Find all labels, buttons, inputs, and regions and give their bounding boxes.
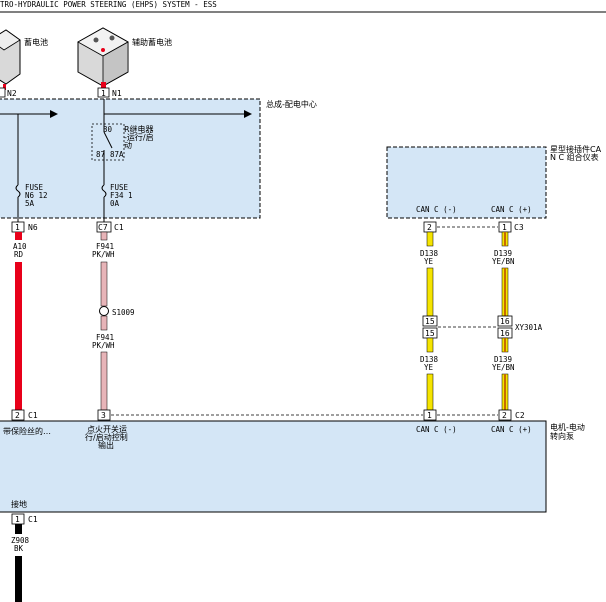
battery-main-icon xyxy=(0,29,21,85)
wire-a10-color: RD xyxy=(14,250,24,259)
module-ground-label: 接地 xyxy=(11,499,27,509)
module-ign-label-2: 行/启动控制 xyxy=(85,432,128,442)
inline-pin-right-bot: 16 xyxy=(500,329,510,338)
diagram-title: TRO-HYDRAULIC POWER STEERING (EHPS) SYST… xyxy=(0,0,217,9)
relay-label-3: 动 xyxy=(124,140,132,150)
star-connector-label-2: N C 组合仪表 xyxy=(550,152,599,162)
module-conn-fused: C1 xyxy=(28,411,38,420)
wire-d138-bot-id: D138 xyxy=(420,355,439,364)
relay-pin-87a: 87A xyxy=(110,150,124,159)
module-conn-can: C2 xyxy=(515,411,525,420)
module-conn-ground: C1 xyxy=(28,515,38,524)
fuse-left-icon xyxy=(15,184,21,198)
relay-switch-icon xyxy=(103,131,113,149)
inline-pin-left-bot: 15 xyxy=(425,329,435,338)
wire-d138-top-color: YE xyxy=(424,257,434,266)
fuse-right-l2: F34 1 xyxy=(110,191,133,200)
wire-d139-top-id: D139 xyxy=(494,249,512,258)
wire-d138-top-id: D138 xyxy=(420,249,439,258)
relay-label-1: R继电器 xyxy=(124,124,154,134)
fuse-right-pin: C7 xyxy=(98,223,108,232)
wire-d139-bot-color: YE/BN xyxy=(492,363,515,372)
battery-aux-pin: 1 xyxy=(101,89,106,98)
wire-f941-top xyxy=(100,261,108,307)
module-pin-can-h: 2 xyxy=(502,411,507,420)
wire-d138-bot-color: YE xyxy=(424,363,434,372)
battery-aux-pin-box xyxy=(97,87,110,98)
wire-a10-stub xyxy=(15,232,22,240)
relay-pin-30: 30 xyxy=(103,125,113,134)
module-can-l-label: CAN C (-) xyxy=(416,425,457,434)
wire-d139-top-color: YE/BN xyxy=(492,257,515,266)
wire-a10 xyxy=(15,262,22,410)
fuse-left-l2: N6 12 xyxy=(25,191,48,200)
fuse-right-l3: 0A xyxy=(110,199,120,208)
battery-main-pin xyxy=(0,87,6,98)
fuse-left-pin: 1 xyxy=(15,223,20,232)
module-ign-label-3: 输出 xyxy=(98,440,114,450)
battery-aux-icon xyxy=(77,27,129,87)
splice-s1009-icon xyxy=(99,306,109,316)
star-pin-left: 2 xyxy=(427,223,432,232)
wire-f941-top-color: PK/WH xyxy=(92,250,115,259)
battery-aux-connector: N1 xyxy=(112,89,122,98)
wire-d138-bot xyxy=(426,373,434,411)
wire-d138-top xyxy=(426,267,434,317)
wire-d139-bot-id: D139 xyxy=(494,355,512,364)
module-pin-ground: 1 xyxy=(15,515,20,524)
fuse-left-l1: FUSE xyxy=(25,183,44,192)
fuse-right-connector: C1 xyxy=(114,223,124,232)
module-pin-ign: 3 xyxy=(101,411,106,420)
module-label-1: 电机-电动 xyxy=(550,422,585,432)
battery-main-connector: N2 xyxy=(7,89,17,98)
battery-main-label: 蓄电池 xyxy=(24,37,48,47)
wire-f941-top-id: F941 xyxy=(96,242,114,251)
relay-box xyxy=(91,123,125,161)
relay-label-2: -运行/启 xyxy=(124,132,154,142)
module-fused-label: 带保险丝的… xyxy=(3,426,51,436)
battery-aux-label: 辅助蓄电池 xyxy=(132,37,172,47)
wire-a10-id: A10 xyxy=(13,242,27,251)
ehps-module-box xyxy=(0,420,547,513)
fuse-left-connector: N6 xyxy=(28,223,38,232)
star-connector-box xyxy=(386,146,547,219)
wire-f941-bot-id: F941 xyxy=(96,333,114,342)
wire-z908-color: BK xyxy=(14,544,24,553)
inline-pin-left-top: 15 xyxy=(425,317,435,326)
inline-connector-name: XY301A xyxy=(515,323,543,332)
fuse-left-l3: 5A xyxy=(25,199,35,208)
wire-f941-bot-color: PK/WH xyxy=(92,341,115,350)
wire-z908-id: Z908 xyxy=(11,536,30,545)
module-label-2: 转向泵 xyxy=(550,431,574,441)
pdc-box xyxy=(0,98,261,219)
pdc-label: 总成-配电中心 xyxy=(266,99,317,109)
star-can-h-label: CAN C (+) xyxy=(491,205,532,214)
module-pin-fused: 2 xyxy=(15,411,20,420)
relay-pin-87: 87 xyxy=(96,150,105,159)
module-pin-can-l: 1 xyxy=(427,411,432,420)
module-ign-label-1: 点火开关运 xyxy=(87,424,127,434)
star-pin-right: 1 xyxy=(502,223,507,232)
inline-pin-right-top: 16 xyxy=(500,317,510,326)
star-connector-label-1: 星型接插件CA xyxy=(550,144,602,154)
fuse-right-l1: FUSE xyxy=(110,183,129,192)
module-can-h-label: CAN C (+) xyxy=(491,425,532,434)
splice-s1009-label: S1009 xyxy=(112,308,135,317)
fuse-right-icon xyxy=(101,184,107,198)
star-connector-id: C3 xyxy=(514,223,524,232)
wire-f941-bot xyxy=(100,351,108,411)
wire-z908 xyxy=(15,556,22,602)
star-can-l-label: CAN C (-) xyxy=(416,205,457,214)
